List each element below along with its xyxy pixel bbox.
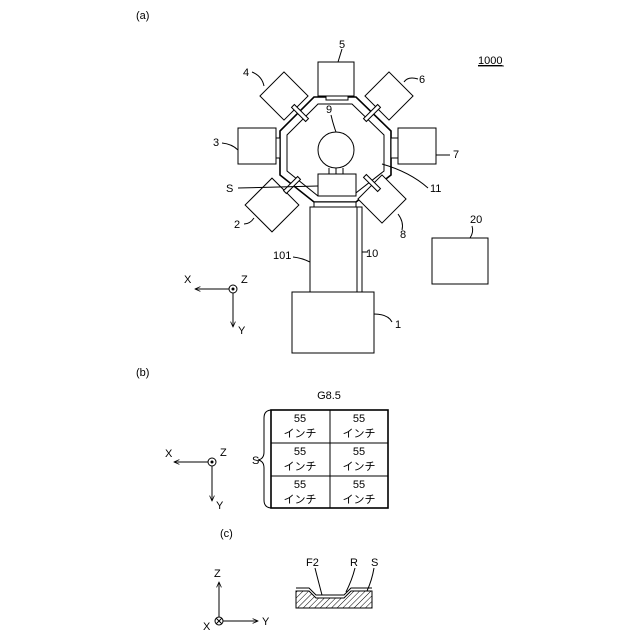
axis-y-a: Y (238, 325, 246, 337)
gate-10 (314, 202, 356, 207)
cell-size: 55 (353, 479, 365, 491)
substrate-cross-section (296, 591, 372, 608)
cell-unit: インチ (284, 427, 317, 440)
leader-1 (374, 314, 392, 322)
label-9: 9 (326, 104, 332, 116)
leader-2 (244, 218, 254, 224)
label-r: R (350, 557, 358, 569)
label-101: 101 (273, 250, 291, 262)
gate-7 (391, 138, 398, 158)
system-ref-1000: 1000 (478, 55, 502, 67)
label-3: 3 (213, 137, 219, 149)
cell-unit: インチ (284, 493, 317, 506)
label-2: 2 (234, 219, 240, 231)
gate-3 (276, 138, 280, 158)
loader-1 (292, 292, 374, 353)
panel-a: (a) 1000 5 4 6 3 (136, 10, 504, 353)
axes-b: X Z Y (165, 447, 227, 512)
panel-c: (c) F2 R S Z X Y (203, 528, 378, 633)
label-5: 5 (339, 39, 345, 51)
axis-x-a: X (184, 274, 192, 286)
cell-size: 55 (294, 446, 306, 458)
label-s-c: S (371, 557, 378, 569)
label-f2: F2 (306, 557, 319, 569)
glass-size-label: G8.5 (317, 390, 341, 402)
cell-size: 55 (294, 413, 306, 425)
label-4: 4 (243, 67, 249, 79)
label-11: 11 (430, 183, 441, 195)
leader-3 (222, 143, 238, 150)
panel-b: (b) G8.5 55 インチ 55 インチ 55 インチ 55 インチ 55 … (136, 367, 388, 512)
axis-z-c: Z (214, 568, 221, 580)
load-lock-101 (310, 207, 362, 292)
module-7 (398, 128, 436, 164)
axis-y-c: Y (262, 616, 270, 628)
axis-z-b: Z (220, 447, 227, 459)
axes-a: X Z Y (184, 274, 248, 337)
cell-unit: インチ (343, 460, 376, 473)
label-8: 8 (400, 229, 406, 241)
label-7: 7 (453, 149, 459, 161)
axis-x-c: X (203, 621, 211, 633)
label-s-b: S (252, 455, 259, 467)
substrate-carrier-s (318, 174, 356, 196)
leader-8 (398, 214, 403, 230)
leader-f2 (315, 568, 322, 595)
panel-a-label: (a) (136, 10, 149, 22)
cell-unit: インチ (284, 460, 317, 473)
label-20: 20 (470, 214, 482, 226)
leader-6 (404, 78, 418, 82)
cell-size: 55 (353, 413, 365, 425)
leader-101 (293, 257, 310, 262)
gate-5 (326, 96, 348, 100)
cell-size: 55 (294, 479, 306, 491)
panel-c-label: (c) (220, 528, 233, 540)
axis-z-a: Z (241, 274, 248, 286)
axes-c: Z X Y (203, 568, 270, 633)
axis-y-b: Y (216, 500, 224, 512)
transfer-robot-9 (318, 132, 354, 168)
leader-20 (470, 226, 473, 238)
label-s-a: S (226, 183, 233, 195)
panel-b-label: (b) (136, 367, 149, 379)
cell-unit: インチ (343, 427, 376, 440)
module-3 (238, 128, 276, 164)
leader-4 (252, 72, 264, 86)
controller-20 (432, 238, 488, 284)
label-10: 10 (366, 248, 378, 260)
label-1: 1 (395, 319, 401, 331)
cell-unit: インチ (343, 493, 376, 506)
label-6: 6 (419, 74, 425, 86)
substrate-brace (258, 410, 272, 508)
axis-x-b: X (165, 448, 173, 460)
cell-size: 55 (353, 446, 365, 458)
module-5 (318, 62, 354, 96)
